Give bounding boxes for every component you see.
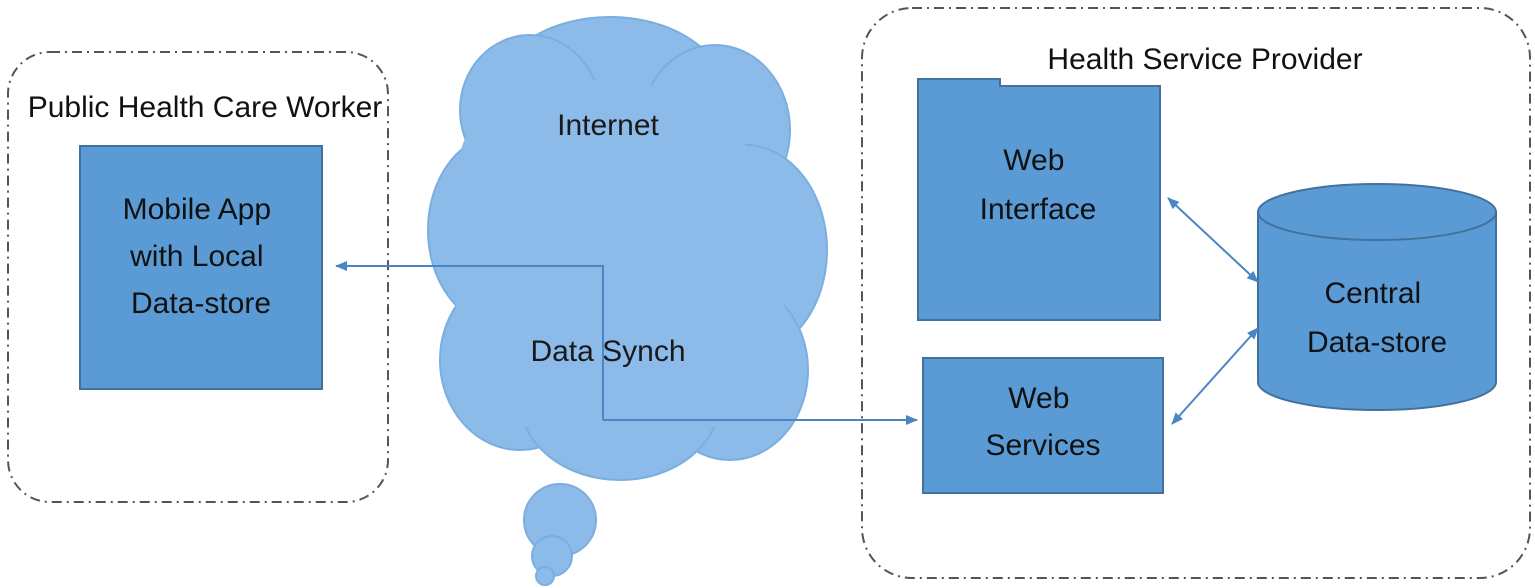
web-services-datastore-connector [1171,327,1259,425]
web-interface-box [917,78,1161,321]
web-services-box [922,357,1164,494]
internet-label: Internet [557,109,659,142]
mobile-app-line-1: Mobile App [123,193,271,226]
central-datastore-line-2: Data-store [1307,326,1447,359]
mobile-app-label: Mobile App with Local Data-store [123,193,280,320]
web-interface-line-1: Web [1003,144,1064,177]
mobile-app-box [79,145,323,390]
worker-group-title: Public Health Care Worker [28,91,383,124]
internet-cloud [427,16,828,586]
central-datastore-cylinder [1257,183,1497,411]
central-datastore-label: Central Data-store [1307,277,1447,359]
mobile-app-line-2: with Local [129,240,263,273]
web-services-label: Web Services [985,382,1100,462]
provider-group-title: Health Service Provider [1047,43,1362,76]
data-synch-label: Data Synch [530,335,685,368]
central-datastore-line-1: Central [1324,277,1421,310]
mobile-app-line-3: Data-store [131,287,271,320]
web-services-line-1: Web [1008,382,1069,415]
web-services-line-2: Services [985,429,1100,462]
web-interface-label: Web Interface [980,144,1097,226]
web-interface-line-2: Interface [980,193,1097,226]
sync-to-mobile-connector [335,261,604,420]
worker-group-border [7,51,389,503]
provider-group-border [861,7,1531,579]
web-interface-datastore-connector [1167,197,1259,283]
